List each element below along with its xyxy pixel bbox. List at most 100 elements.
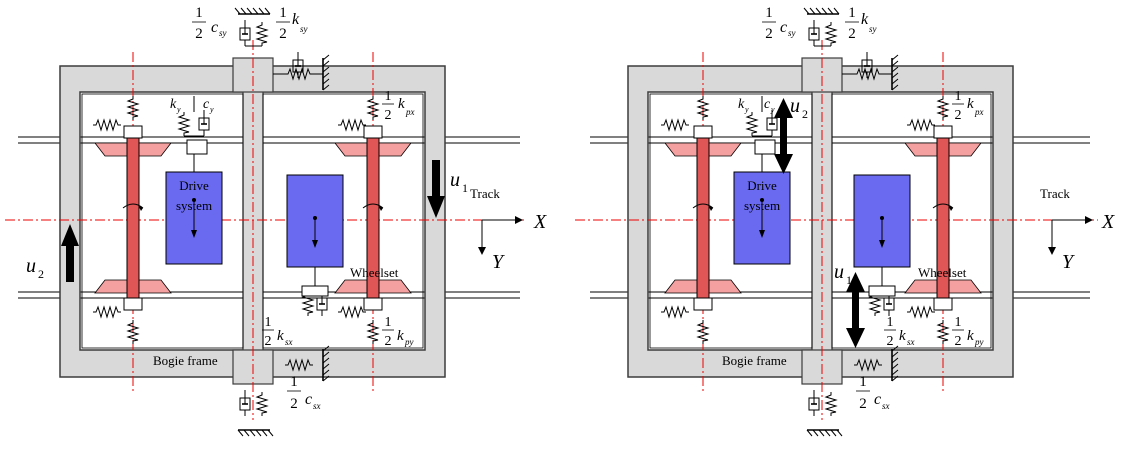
spring-icon — [746, 111, 758, 137]
svg-text:2: 2 — [887, 334, 894, 349]
label-u1: u — [834, 261, 844, 283]
spring-icon — [92, 119, 122, 131]
svg-text:1: 1 — [955, 89, 962, 104]
label-k-py: k — [397, 328, 404, 344]
svg-text:sy: sy — [869, 24, 877, 34]
svg-text:1: 1 — [290, 374, 298, 390]
label-ky: k — [738, 97, 745, 112]
svg-text:sy: sy — [300, 24, 308, 34]
svg-text:1: 1 — [385, 315, 392, 330]
arrow-icon — [846, 272, 865, 348]
label-ky: k — [170, 97, 177, 112]
svg-text:2: 2 — [848, 26, 856, 42]
svg-text:py: py — [974, 337, 984, 347]
damper-icon — [808, 389, 820, 417]
svg-text:2: 2 — [802, 107, 808, 121]
labels-left: 1 2 c sy 1 2 k sy 1 2 k px k y c y Drive… — [26, 5, 547, 412]
svg-text:1: 1 — [765, 5, 773, 21]
spring-icon — [697, 95, 709, 121]
spring-icon — [92, 306, 122, 318]
axis-Y: Y — [492, 251, 505, 273]
label-cy: c — [203, 97, 210, 112]
svg-text:2: 2 — [385, 108, 392, 123]
svg-text:2: 2 — [955, 108, 962, 123]
svg-text:y: y — [209, 105, 214, 114]
svg-text:1: 1 — [848, 5, 856, 21]
svg-text:2: 2 — [385, 334, 392, 349]
ground-hatch-icon — [234, 7, 271, 15]
damper-icon — [239, 389, 251, 417]
wheelset-left — [664, 125, 742, 311]
label-c-sy: c — [211, 19, 218, 36]
svg-text:sy: sy — [788, 28, 796, 38]
svg-text:2: 2 — [265, 334, 272, 349]
arrow-icon — [774, 98, 793, 174]
svg-text:1: 1 — [887, 315, 894, 330]
svg-text:1: 1 — [265, 315, 272, 330]
ground-hatch-icon — [806, 429, 843, 437]
wheelset-label: Wheelset — [918, 265, 967, 280]
svg-text:2: 2 — [955, 334, 962, 349]
svg-text:px: px — [405, 107, 415, 117]
label-c-sy: c — [780, 19, 787, 36]
spring-icon — [937, 95, 949, 121]
label-k-sy: k — [292, 11, 300, 28]
drive-label-2: system — [176, 198, 212, 213]
spring-icon — [906, 306, 936, 318]
svg-text:y: y — [744, 105, 749, 114]
frac-num: 1 — [195, 5, 203, 21]
svg-text:2: 2 — [195, 26, 203, 42]
ground-hatch-icon — [237, 429, 274, 437]
wheelset-right — [334, 125, 412, 311]
svg-text:1: 1 — [279, 5, 287, 21]
track-label: Track — [1040, 186, 1070, 201]
axis-X: X — [533, 211, 547, 233]
svg-text:2: 2 — [765, 26, 773, 42]
spring-icon — [256, 21, 268, 47]
labels-right: 1 2 c sy 1 2 k sy 1 2 k px k y c y u 2 D… — [722, 5, 1115, 412]
axis-Y: Y — [1062, 251, 1075, 273]
wheelset-label: Wheelset — [350, 265, 399, 280]
svg-text:sx: sx — [882, 401, 890, 411]
svg-text:2: 2 — [290, 396, 298, 412]
label-c-sx: c — [305, 391, 312, 408]
svg-text:sx: sx — [285, 337, 293, 347]
svg-text:2: 2 — [38, 267, 44, 281]
label-u1: u — [450, 169, 460, 191]
svg-text:1: 1 — [462, 181, 468, 195]
drive-label-2: system — [744, 198, 780, 213]
svg-text:y: y — [770, 105, 775, 114]
svg-text:1: 1 — [859, 374, 867, 390]
svg-text:1: 1 — [955, 315, 962, 330]
ground-hatch-icon — [803, 7, 840, 15]
label-k-sy: k — [861, 11, 869, 28]
spring-icon — [660, 119, 690, 131]
damper-icon — [239, 19, 251, 47]
svg-text:2: 2 — [279, 26, 287, 42]
wheelset-right — [904, 125, 982, 311]
label-u2: u — [790, 95, 800, 117]
drive-label-1: Drive — [747, 178, 777, 193]
spring-icon — [367, 95, 379, 121]
damper-icon — [808, 19, 820, 47]
label-k-px: k — [398, 96, 405, 112]
bogie-frame-label: Bogie frame — [722, 353, 787, 368]
damper-icon — [198, 109, 210, 137]
svg-text:1: 1 — [385, 89, 392, 104]
label-k-py: k — [967, 328, 974, 344]
svg-text:py: py — [404, 337, 414, 347]
svg-text:1: 1 — [846, 273, 852, 287]
label-k-sx: k — [899, 328, 906, 344]
spring-icon — [337, 119, 367, 131]
spring-icon — [825, 391, 837, 417]
left-panel: 1 2 c sy 1 2 k sy 1 2 k px k y c y Drive… — [5, 5, 547, 437]
svg-text:px: px — [974, 107, 984, 117]
spring-icon — [906, 119, 936, 131]
axis-X: X — [1101, 211, 1115, 233]
drive-label-1: Drive — [179, 178, 209, 193]
wheelset-left — [94, 125, 172, 311]
label-c-sx: c — [874, 391, 881, 408]
bogie-frame — [59, 65, 446, 378]
label-k-px: k — [967, 96, 974, 112]
